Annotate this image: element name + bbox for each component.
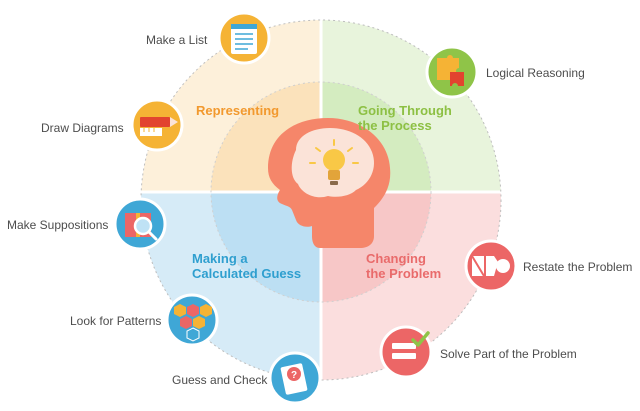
label-look-for-patterns: Look for Patterns: [70, 314, 162, 328]
quadrant-title-representing: Representing: [196, 103, 280, 118]
label-draw-diagrams: Draw Diagrams: [41, 121, 124, 135]
inner-bottom-left: [211, 192, 321, 302]
quadrant-title-calculated-guess: Making a Calculated Guess: [192, 251, 302, 281]
notepad-list-icon: [217, 11, 271, 65]
label-make-a-list: Make a List: [146, 33, 208, 47]
hexagon-pattern-icon: [165, 293, 219, 347]
checklist-icon: [379, 325, 433, 379]
quadrant-title-changing-problem: Changing the Problem: [366, 251, 442, 281]
shapes-icon: [464, 239, 518, 293]
gift-box-magnifier-icon: [113, 197, 167, 251]
label-restate-the-problem: Restate the Problem: [523, 260, 633, 274]
label-solve-part-of-the-problem: Solve Part of the Problem: [440, 347, 577, 361]
label-make-suppositions: Make Suppositions: [7, 218, 109, 232]
svg-text:?: ?: [291, 370, 297, 381]
question-card-icon: ?: [268, 351, 322, 405]
inner-dotted-ring: [210, 81, 432, 303]
head-lightbulb-icon: [268, 118, 391, 248]
puzzle-pieces-icon: [425, 45, 479, 99]
quadrant-title-going-through-process: Going Through the Process: [358, 103, 452, 133]
pencil-ruler-icon: [130, 98, 184, 152]
label-logical-reasoning: Logical Reasoning: [486, 66, 585, 80]
label-guess-and-check: Guess and Check: [172, 373, 268, 387]
